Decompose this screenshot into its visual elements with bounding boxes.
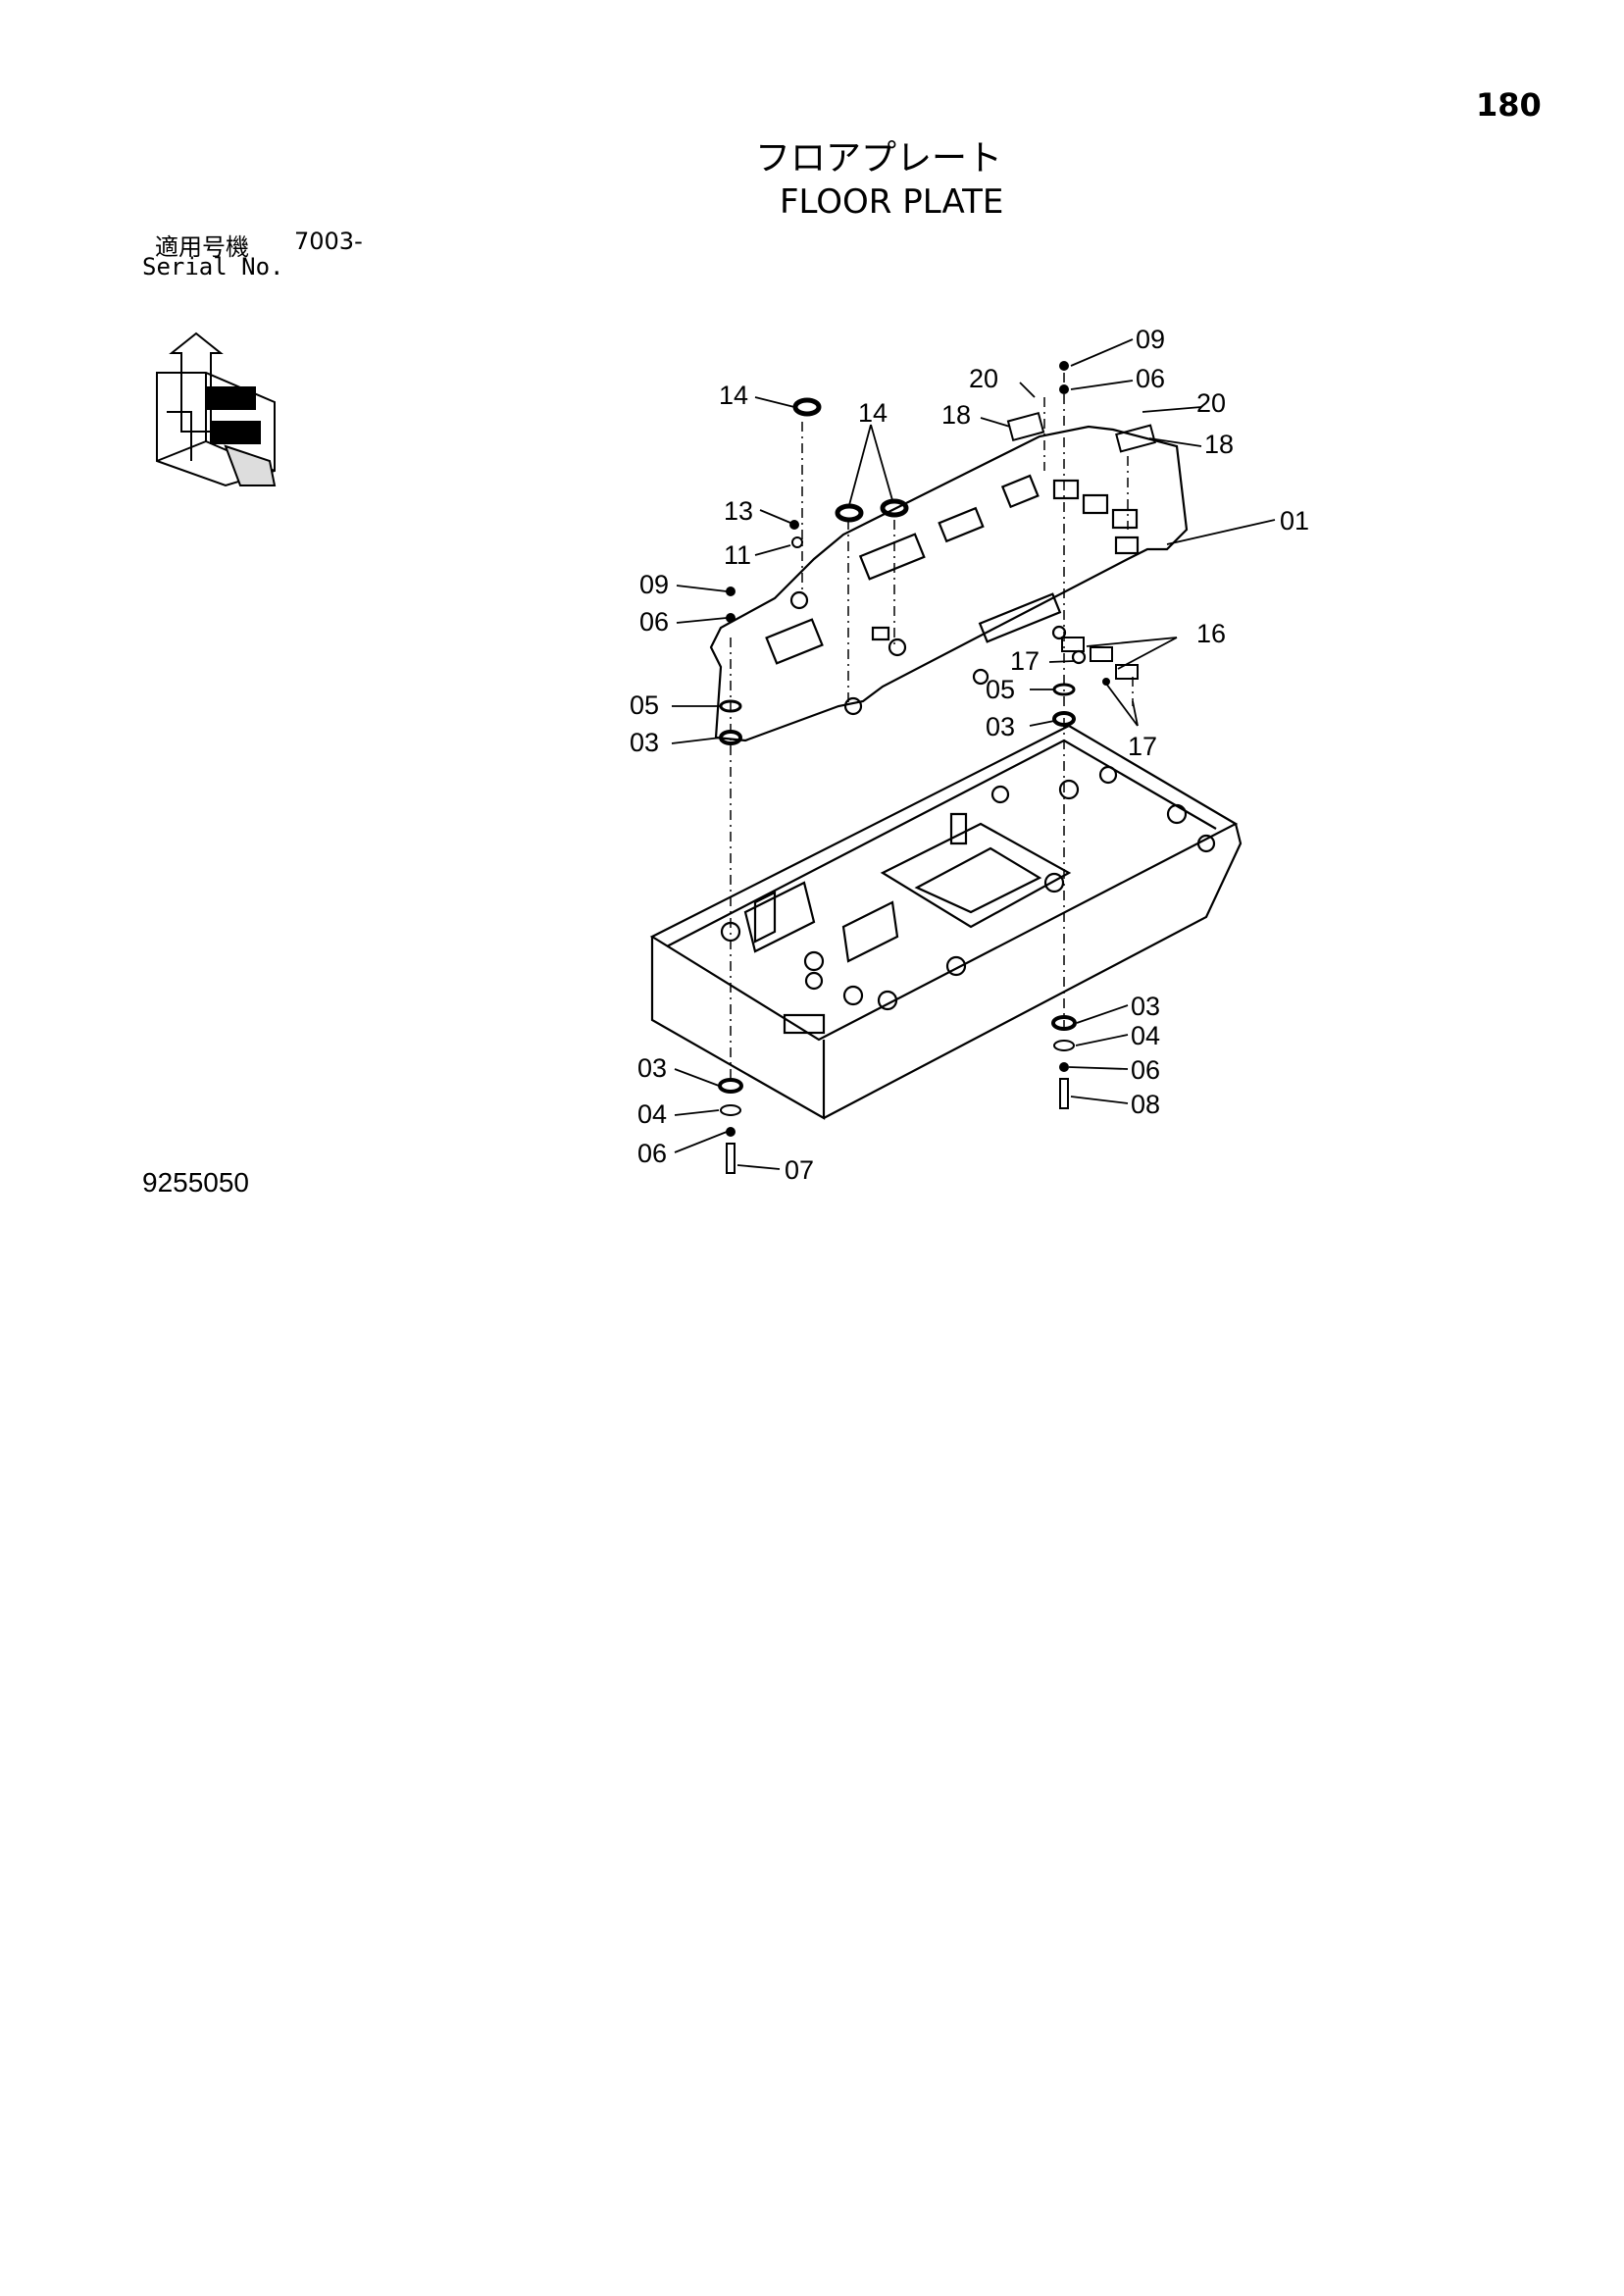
page-number: 180 [1476, 86, 1542, 124]
callout-14-center: 14 [858, 398, 888, 428]
callout-04-right: 04 [1131, 1021, 1160, 1050]
drawing-number: 9255050 [142, 1167, 250, 1198]
callout-17-right: 17 [1128, 732, 1157, 761]
base-frame [649, 724, 1243, 1120]
callout-labels: 14 14 13 11 09 06 05 03 20 18 09 06 20 1… [630, 325, 1309, 1185]
callout-06-left-lower: 06 [637, 1139, 667, 1168]
callout-16: 16 [1196, 619, 1226, 648]
callout-14-left: 14 [719, 381, 748, 410]
serial-label-japanese: 適用号機 [155, 233, 249, 261]
title-english: FLOOR PLATE [780, 182, 1004, 222]
serial-value: 7003- [294, 228, 363, 255]
callout-09-left: 09 [639, 570, 669, 599]
callout-05-left: 05 [630, 690, 659, 720]
callout-04-left: 04 [637, 1099, 667, 1129]
callout-07: 07 [785, 1155, 814, 1185]
callout-13: 13 [724, 496, 753, 526]
callout-11: 11 [724, 540, 751, 570]
callout-06-right-upper: 06 [1136, 364, 1165, 393]
callout-03-right-upper: 03 [986, 712, 1015, 741]
callout-06-left-upper: 06 [639, 607, 669, 637]
callout-20-left: 20 [969, 364, 998, 393]
callout-01: 01 [1280, 506, 1309, 536]
callout-06-right-lower: 06 [1131, 1055, 1160, 1085]
callout-08: 08 [1131, 1090, 1160, 1119]
callout-18-right: 18 [1204, 430, 1234, 459]
callout-09-right: 09 [1136, 325, 1165, 354]
callout-20-right: 20 [1196, 388, 1226, 418]
callout-03-left-upper: 03 [630, 728, 659, 757]
location-thumbnail [156, 332, 277, 487]
callout-03-right-lower: 03 [1131, 992, 1160, 1021]
assembly-lines [730, 373, 1134, 1079]
leader-lines [671, 338, 1276, 1170]
floor-plate [709, 425, 1189, 742]
serial-label-english: Serial No. [142, 253, 284, 281]
callout-17-left: 17 [1010, 646, 1040, 676]
callout-03-left-lower: 03 [637, 1053, 667, 1083]
callout-05-right: 05 [986, 675, 1015, 704]
callout-18-left: 18 [941, 400, 971, 430]
title-japanese: フロアプレート [755, 138, 1003, 179]
hardware-parts [718, 361, 1156, 1174]
